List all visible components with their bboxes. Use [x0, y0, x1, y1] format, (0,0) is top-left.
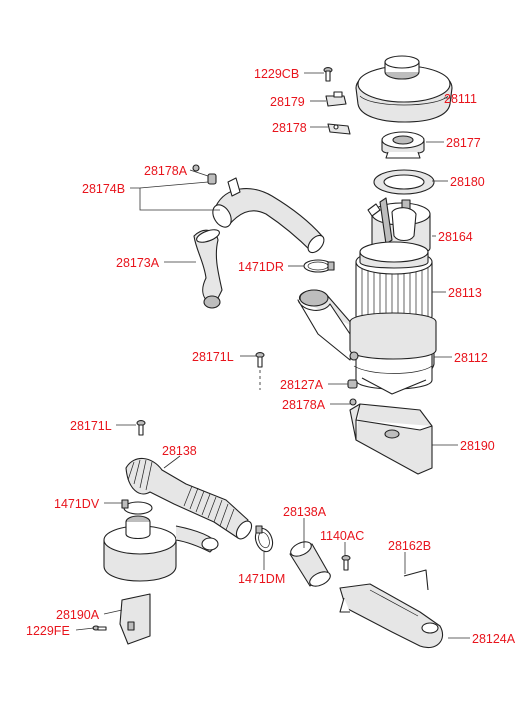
label-28162B: 28162B	[388, 539, 431, 553]
label-1229FE: 1229FE	[26, 624, 70, 638]
label-28171L-mid: 28171L	[192, 350, 234, 364]
part-lower-housing	[103, 515, 219, 582]
label-28180: 28180	[450, 175, 485, 189]
leader-lines	[75, 72, 470, 639]
part-28177-ring	[381, 131, 425, 159]
label-28177: 28177	[446, 136, 481, 150]
part-1229CB-bolt	[323, 67, 333, 82]
label-28179: 28179	[270, 95, 305, 109]
label-28138A: 28138A	[283, 505, 327, 519]
part-28127A-grommet	[347, 379, 358, 389]
part-1229FE-screw	[92, 625, 107, 631]
part-1140AC-bolt	[341, 555, 351, 571]
label-28113: 28113	[448, 286, 482, 300]
part-28180-gasket	[373, 169, 435, 195]
part-28171L-mid-bolt	[255, 352, 265, 390]
part-28178A-top-clip	[192, 164, 217, 185]
part-28173A-hose	[193, 229, 223, 309]
label-28138: 28138	[162, 444, 197, 458]
label-28171L-low: 28171L	[70, 419, 112, 433]
label-1229CB: 1229CB	[254, 67, 299, 81]
label-28173A: 28173A	[116, 256, 160, 270]
part-28178A-mid-clip	[349, 398, 357, 406]
part-28179-bracket	[325, 91, 347, 107]
part-28174B-hose	[212, 177, 325, 254]
label-1471DR: 1471DR	[238, 260, 284, 274]
part-1471DR-clamp	[303, 259, 335, 273]
part-28111-cover	[355, 55, 453, 123]
part-28178-clip	[327, 123, 351, 135]
label-1471DV: 1471DV	[54, 497, 100, 511]
part-28162B-rod	[403, 569, 429, 591]
part-28124A-snorkel	[339, 583, 444, 648]
part-28138-duct	[125, 457, 253, 540]
label-28190A: 28190A	[56, 608, 100, 622]
part-28190-resonator	[349, 403, 433, 475]
part-28171L-low-bolt	[136, 420, 146, 436]
label-28127A: 28127A	[280, 378, 324, 392]
label-28174B: 28174B	[82, 182, 125, 196]
part-28113-filter	[355, 241, 433, 327]
label-28124A: 28124A	[472, 632, 516, 646]
label-28112: 28112	[454, 351, 488, 365]
label-28190: 28190	[460, 439, 495, 453]
part-1471DM-clamp	[254, 525, 274, 553]
label-28164: 28164	[438, 230, 473, 244]
label-28178A-top: 28178A	[144, 164, 188, 178]
part-labels: 1229CB 28179 28178 28111 28177 28180 281…	[26, 67, 516, 646]
part-28112-case	[297, 289, 437, 395]
label-28178A-mid: 28178A	[282, 398, 326, 412]
label-1140AC: 1140AC	[320, 529, 364, 543]
label-28178: 28178	[272, 121, 307, 135]
part-1471DV-clamp	[121, 499, 153, 515]
label-1471DM: 1471DM	[238, 572, 285, 586]
part-28138A-sleeve	[289, 541, 331, 587]
label-28111: 28111	[444, 92, 477, 106]
part-28190A-bracket	[119, 593, 151, 645]
